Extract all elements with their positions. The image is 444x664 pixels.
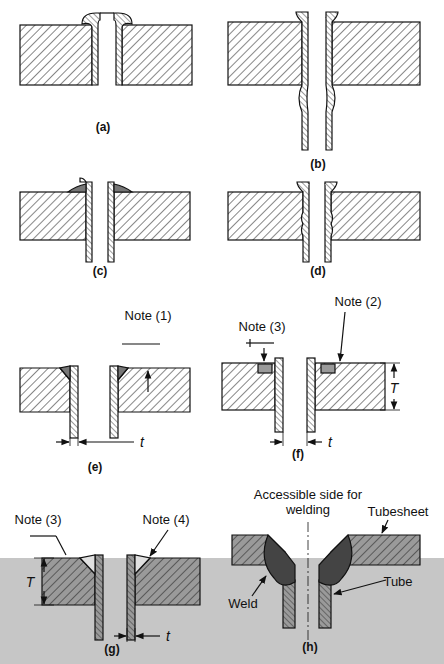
ground-band <box>0 558 444 664</box>
figure-h <box>232 520 420 640</box>
label: t <box>166 628 170 644</box>
label: Tubesheet <box>368 505 429 520</box>
label: Note (4) <box>143 513 190 528</box>
label: (f) <box>292 448 304 462</box>
figure-b <box>228 12 420 150</box>
label: (h) <box>302 641 317 655</box>
figure-d <box>228 182 420 262</box>
label: t <box>140 434 144 450</box>
label: Note (2) <box>335 295 382 310</box>
figure-c <box>20 178 190 262</box>
label: (c) <box>93 265 108 279</box>
figure-f <box>222 312 400 446</box>
label: t <box>328 434 332 450</box>
label: T <box>26 574 35 590</box>
label: Tube <box>383 575 412 590</box>
figure-e <box>20 344 190 446</box>
label: (d) <box>310 265 325 279</box>
figure-a <box>20 13 192 85</box>
label: (e) <box>88 461 103 475</box>
label: Weld <box>228 597 257 612</box>
label: T <box>390 380 399 396</box>
label: (g) <box>104 643 119 657</box>
label: Note (1) <box>125 309 172 324</box>
label: Note (3) <box>15 513 62 528</box>
label: Accessible side for welding <box>243 488 373 518</box>
figure-g <box>30 530 200 642</box>
label: (a) <box>96 121 111 135</box>
label: (b) <box>310 158 325 172</box>
label: Note (3) <box>239 320 286 335</box>
